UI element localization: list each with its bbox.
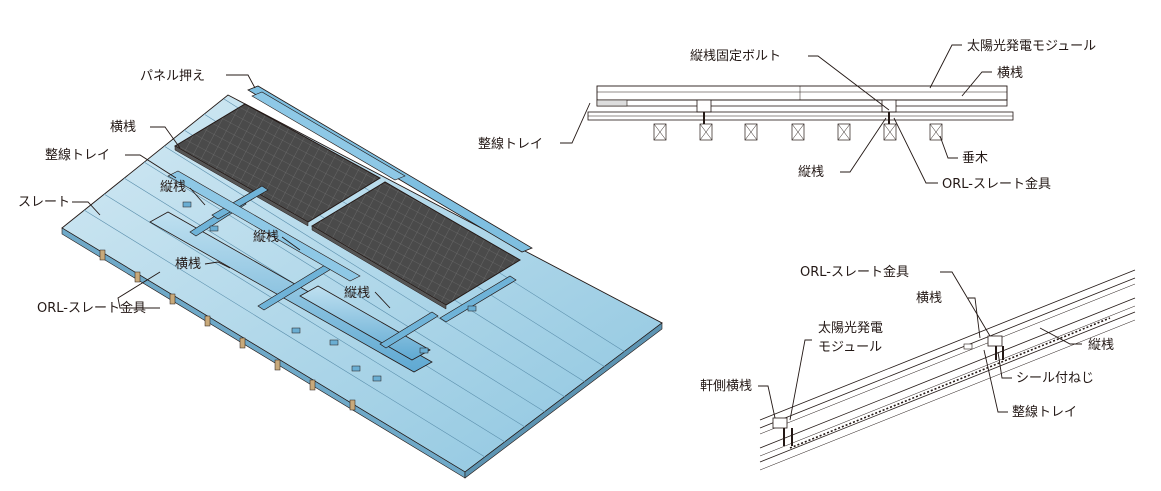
label-vertical-rail-2: 縦桟 — [253, 230, 279, 245]
label-vertical-rail-side: 縦桟 — [1088, 338, 1114, 353]
pv-panel-1-frame — [174, 145, 309, 227]
rafter-ends — [99, 249, 356, 411]
panel-clamp-strip-2 — [251, 91, 406, 181]
slope-lines — [759, 269, 1136, 471]
label-cross-rail-mid: 横桟 — [175, 257, 201, 272]
label-orl-bracket-front: ORL-スレート金具 — [942, 176, 1051, 192]
vertical-rail-side — [789, 317, 1111, 449]
label-vertical-rail-1: 縦桟 — [160, 180, 186, 195]
label-cross-rail-side: 横桟 — [916, 291, 942, 306]
label-pv-module-side-2: モジュール — [818, 340, 882, 355]
pv-panel-2-frame — [311, 225, 447, 310]
label-eave-cross-rail: 軒側横桟 — [700, 379, 752, 394]
label-orl-bracket-side: ORL-スレート金具 — [800, 264, 909, 280]
label-seal-screw: シール付ねじ — [1016, 371, 1094, 386]
side-leaders — [758, 271, 1082, 421]
side-brackets — [772, 335, 1004, 446]
rafter-cross-marks — [653, 123, 943, 141]
wiring-tray-section — [596, 99, 628, 107]
label-slate: スレート — [18, 195, 70, 210]
side-section-view: ORL-スレート金具 横桟 太陽光発電 モジュール 縦桟 軒側横桟 シール付ねじ… — [700, 264, 1136, 471]
pv-module-section — [596, 85, 1008, 101]
roof-edge-right — [464, 322, 663, 479]
label-pv-module: 太陽光発電モジュール — [967, 39, 1096, 54]
label-wiring-tray: 整線トレイ — [45, 147, 110, 163]
vertical-rail-b — [299, 285, 431, 361]
label-bolt: 縦桟固定ボルト — [690, 49, 781, 64]
label-wiring-tray-side: 整線トレイ — [1012, 404, 1077, 420]
label-orl-bracket: ORL-スレート金具 — [37, 300, 146, 316]
label-rafter: 垂木 — [962, 151, 988, 166]
label-cross-rail: 横桟 — [997, 66, 1023, 81]
cross-rail-section — [596, 99, 1008, 107]
label-pv-module-side-1: 太陽光発電 — [818, 321, 883, 336]
label-wiring-tray-front: 整線トレイ — [478, 136, 543, 152]
front-leaders — [560, 44, 992, 184]
front-section-view: 縦桟固定ボルト 太陽光発電モジュール 横桟 整線トレイ 垂木 縦桟 ORL-スレ… — [478, 39, 1096, 192]
wiring-tray-iso — [167, 170, 361, 282]
label-panel-clamp: パネル押え — [140, 69, 205, 84]
isometric-view: パネル押え 横桟 整線トレイ スレート 縦桟 縦桟 横桟 縦桟 ORL-スレート… — [18, 69, 663, 479]
iso-leaders — [72, 74, 391, 309]
label-vertical-rail-front: 縦桟 — [798, 165, 824, 180]
label-vertical-rail-3: 縦桟 — [344, 286, 370, 301]
label-cross-rail-top: 横桟 — [110, 120, 136, 135]
roof-brackets — [182, 201, 477, 382]
